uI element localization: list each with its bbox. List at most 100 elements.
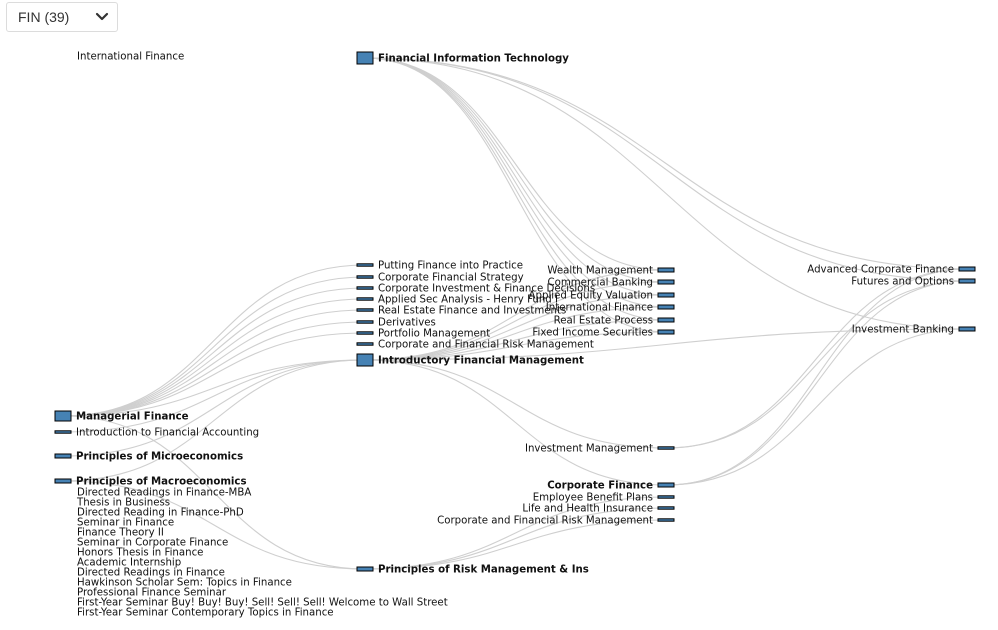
- node-marker-commercial[interactable]: [657, 279, 675, 285]
- node-label-cfs: Corporate Financial Strategy: [378, 273, 524, 284]
- node-macro[interactable]: Principles of Macroeconomics: [54, 477, 247, 488]
- link-ifa-to-ifm: [62, 359, 366, 433]
- node-hawkinson[interactable]: Hawkinson Scholar Sem: Topics in Finance: [77, 578, 292, 589]
- node-cfs[interactable]: Corporate Financial Strategy: [356, 273, 524, 284]
- node-marker-ebp[interactable]: [657, 495, 675, 499]
- node-invest-mgmt[interactable]: Investment Management: [525, 444, 675, 455]
- node-dr-mba[interactable]: Directed Readings in Finance-MBA: [77, 488, 251, 499]
- link-ifm-to-aev: [364, 294, 667, 361]
- node-fin-theory[interactable]: Finance Theory II: [77, 528, 164, 539]
- node-label-ib: Investment Banking: [852, 325, 954, 336]
- node-sem-fin[interactable]: Seminar in Finance: [77, 518, 174, 529]
- node-managerial[interactable]: Managerial Finance: [54, 410, 189, 423]
- link-prm-to-lhi: [364, 507, 667, 570]
- node-ib[interactable]: Investment Banking: [852, 325, 976, 336]
- node-label-putting: Putting Finance into Practice: [378, 261, 523, 272]
- link-prm-to-cfrm2: [364, 519, 667, 570]
- node-aev[interactable]: Applied Equity Valuation: [529, 291, 675, 302]
- node-marker-rep[interactable]: [657, 317, 675, 323]
- node-deriv[interactable]: Derivatives: [356, 318, 436, 329]
- node-fit[interactable]: Financial Information Technology: [356, 51, 569, 65]
- node-thesis-bus[interactable]: Thesis in Business: [76, 498, 170, 509]
- node-marker-corp-fin[interactable]: [657, 482, 675, 488]
- node-marker-deriv[interactable]: [356, 320, 374, 324]
- node-label-fit: Financial Information Technology: [378, 54, 569, 65]
- node-portfolio[interactable]: Portfolio Management: [356, 329, 490, 340]
- node-internship[interactable]: Academic Internship: [77, 558, 181, 569]
- link-prm-to-ebp: [364, 496, 667, 570]
- node-marker-futures[interactable]: [958, 278, 976, 284]
- node-marker-portfolio[interactable]: [356, 331, 374, 335]
- link-fit-to-wealth: [364, 57, 667, 271]
- link-managerial-to-cfs: [62, 276, 366, 417]
- node-corp-fin[interactable]: Corporate Finance: [547, 481, 675, 492]
- node-label-invest-mgmt: Investment Management: [525, 444, 653, 455]
- node-marker-lhi[interactable]: [657, 506, 675, 510]
- course-filter-select[interactable]: FIN (39): [6, 2, 118, 32]
- node-label-corp-fin: Corporate Finance: [547, 481, 653, 492]
- node-cifd[interactable]: Corporate Investment & Finance Decisions: [356, 284, 595, 295]
- link-micro-to-ifm: [62, 359, 366, 457]
- node-prof-sem[interactable]: Professional Finance Seminar: [77, 588, 227, 599]
- node-marker-ifm[interactable]: [356, 353, 374, 367]
- node-marker-acf[interactable]: [958, 266, 976, 272]
- node-dr-phd[interactable]: Directed Reading in Finance-PhD: [77, 508, 244, 519]
- node-marker-micro[interactable]: [54, 453, 72, 459]
- node-marker-cfrm1[interactable]: [356, 342, 374, 346]
- node-wealth[interactable]: Wealth Management: [547, 266, 675, 277]
- link-managerial-to-putting: [62, 264, 366, 417]
- node-refi[interactable]: Real Estate Finance and Investments: [356, 306, 566, 317]
- node-label-fys-topics: First-Year Seminar Contemporary Topics i…: [77, 608, 334, 619]
- node-ifa[interactable]: Introduction to Financial Accounting: [54, 428, 259, 439]
- node-marker-cfrm2[interactable]: [657, 518, 675, 522]
- link-ifm-to-rep: [364, 319, 667, 361]
- node-acf[interactable]: Advanced Corporate Finance: [807, 265, 976, 276]
- node-marker-ifa[interactable]: [54, 430, 72, 434]
- node-marker-wealth[interactable]: [657, 267, 675, 273]
- node-prm[interactable]: Principles of Risk Management & Ins: [356, 565, 589, 576]
- node-marker-fit[interactable]: [356, 51, 374, 65]
- node-marker-intl-fin[interactable]: [657, 304, 675, 310]
- node-fis[interactable]: Fixed Income Securities: [532, 328, 675, 339]
- node-marker-asa[interactable]: [356, 297, 374, 301]
- node-dr-fin[interactable]: Directed Readings in Finance: [77, 568, 225, 579]
- node-intl-finance-top[interactable]: International Finance: [77, 52, 184, 63]
- node-cfrm1[interactable]: Corporate and Financial Risk Management: [356, 340, 594, 351]
- node-marker-fis[interactable]: [657, 329, 675, 335]
- node-honors[interactable]: Honors Thesis in Finance: [77, 548, 203, 559]
- node-label-lhi: Life and Health Insurance: [522, 504, 653, 515]
- node-label-sem-corp: Seminar in Corporate Finance: [77, 538, 228, 549]
- node-futures[interactable]: Futures and Options: [851, 277, 976, 288]
- node-marker-putting[interactable]: [356, 263, 374, 267]
- link-corp-fin-to-acf: [665, 268, 968, 486]
- link-fit-to-commercial: [364, 57, 667, 283]
- node-label-acf: Advanced Corporate Finance: [807, 265, 954, 276]
- node-intl-fin[interactable]: International Finance: [546, 303, 675, 314]
- node-marker-cifd[interactable]: [356, 286, 374, 290]
- node-marker-prm[interactable]: [356, 566, 374, 572]
- node-ifm[interactable]: Introductory Financial Management: [356, 353, 584, 367]
- node-commercial[interactable]: Commercial Banking: [547, 278, 675, 289]
- node-fys-topics[interactable]: First-Year Seminar Contemporary Topics i…: [77, 608, 334, 619]
- node-label-aev: Applied Equity Valuation: [529, 291, 653, 302]
- node-sem-corp[interactable]: Seminar in Corporate Finance: [77, 538, 228, 549]
- node-label-ebp: Employee Benefit Plans: [533, 493, 653, 504]
- node-marker-ib[interactable]: [958, 326, 976, 332]
- node-marker-cfs[interactable]: [356, 275, 374, 279]
- node-label-refi: Real Estate Finance and Investments: [378, 306, 566, 317]
- node-rep[interactable]: Real Estate Process: [554, 316, 675, 327]
- node-marker-macro[interactable]: [54, 478, 72, 484]
- node-micro[interactable]: Principles of Microeconomics: [54, 452, 243, 463]
- node-ebp[interactable]: Employee Benefit Plans: [533, 493, 675, 504]
- node-asa[interactable]: Applied Sec Analysis - Henry Fund I: [356, 295, 558, 306]
- node-putting[interactable]: Putting Finance into Practice: [356, 261, 523, 272]
- node-marker-managerial[interactable]: [54, 410, 72, 422]
- node-marker-refi[interactable]: [356, 308, 374, 312]
- node-label-commercial: Commercial Banking: [547, 278, 653, 289]
- link-fit-to-aev: [364, 57, 667, 296]
- node-marker-invest-mgmt[interactable]: [657, 446, 675, 450]
- node-marker-aev[interactable]: [657, 292, 675, 298]
- node-cfrm2[interactable]: Corporate and Financial Risk Management: [437, 516, 675, 527]
- node-fys-wall[interactable]: First-Year Seminar Buy! Buy! Buy! Sell! …: [77, 598, 448, 609]
- node-lhi[interactable]: Life and Health Insurance: [522, 504, 675, 515]
